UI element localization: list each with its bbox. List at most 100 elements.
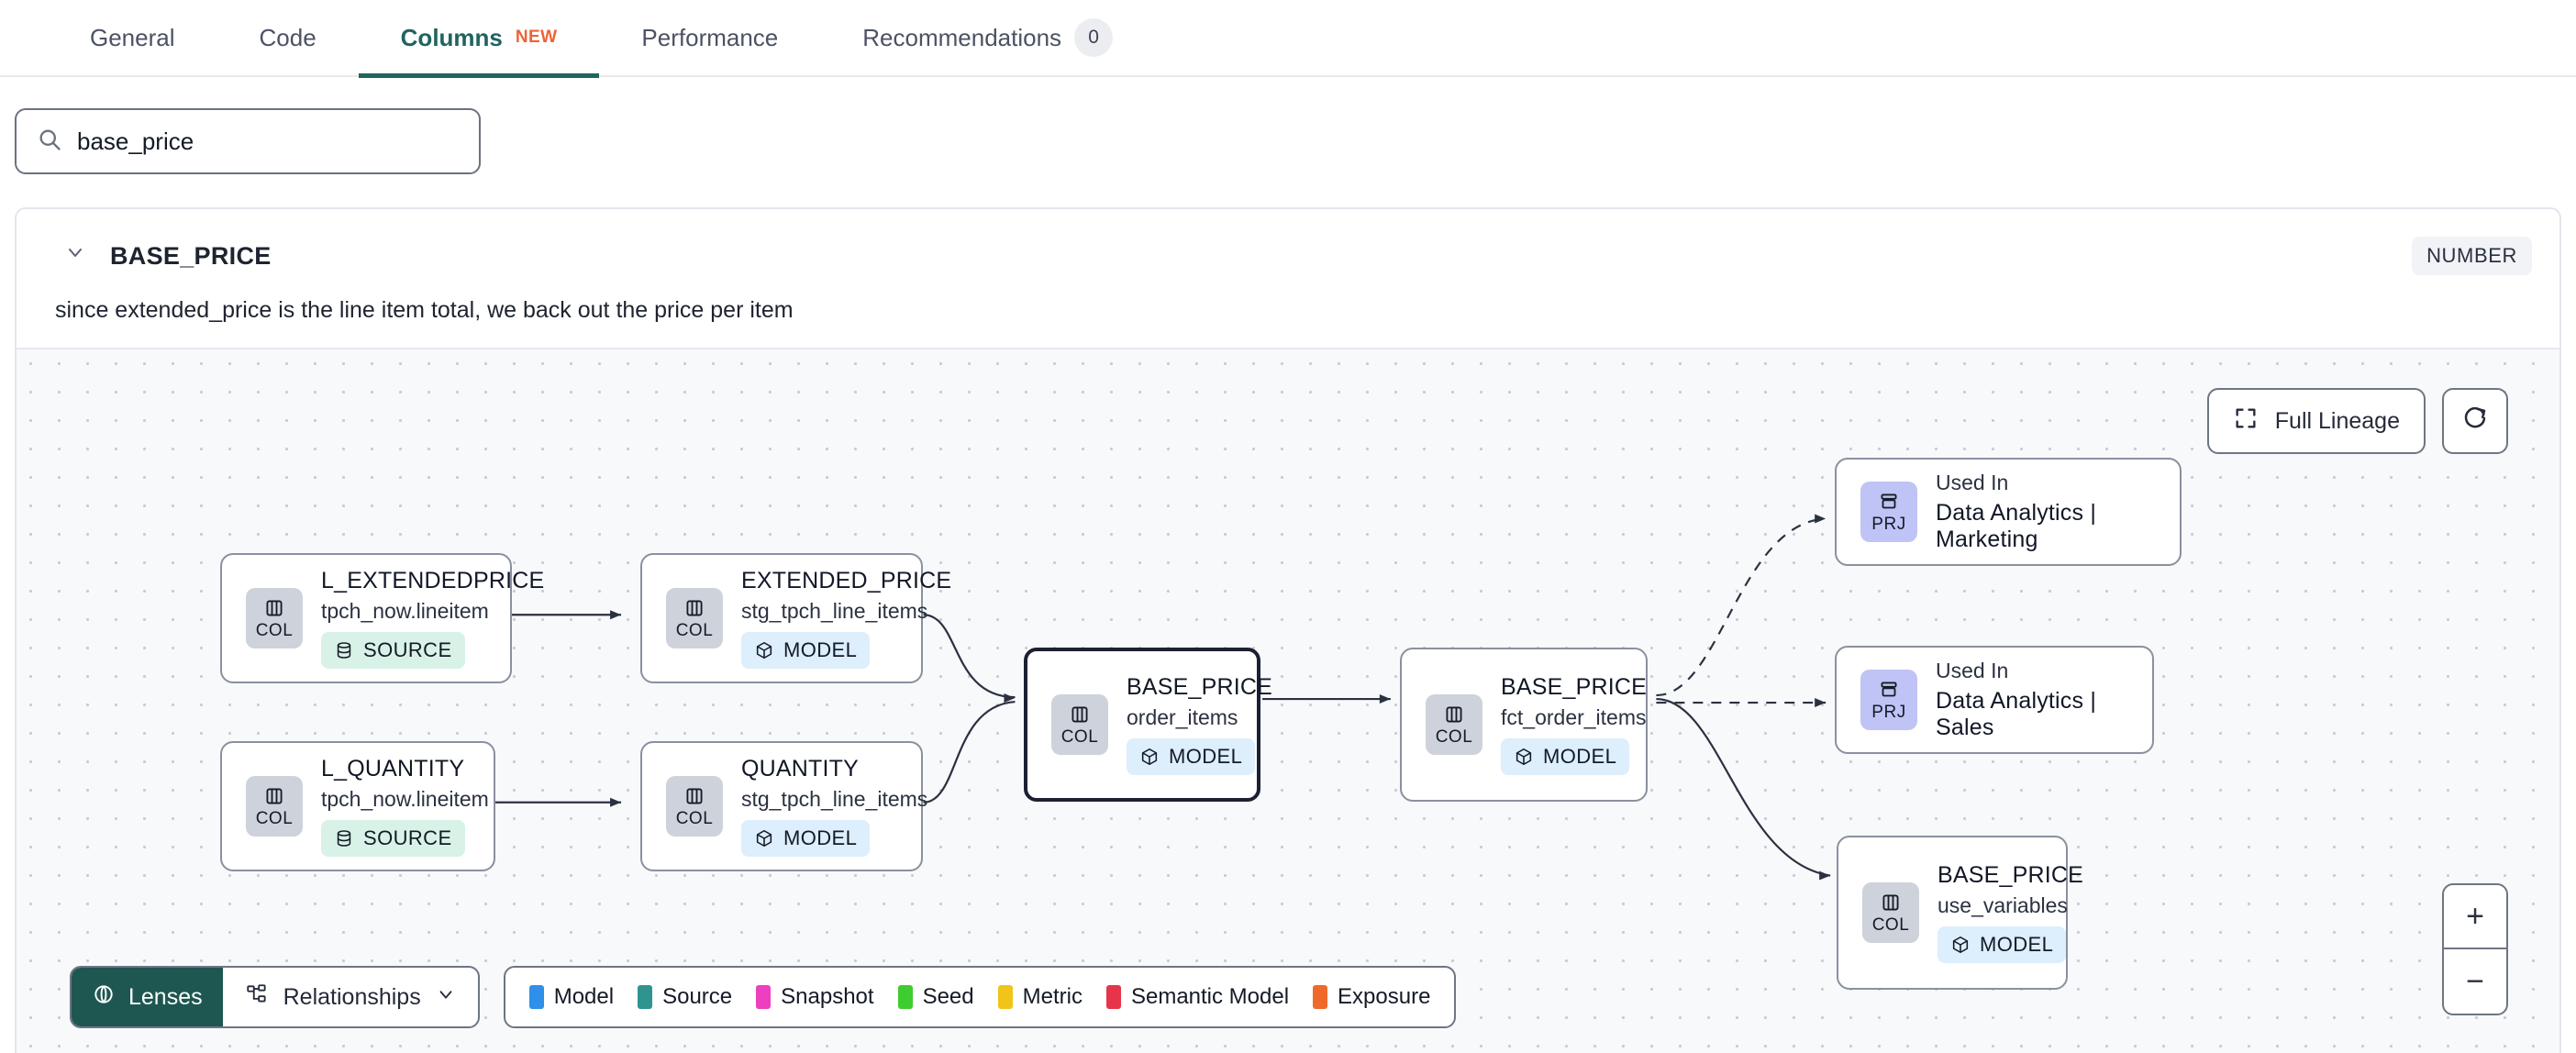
lineage-edges: [479, 514, 1831, 881]
node-title: Used In: [1936, 659, 2009, 682]
canvas-top-controls: Full Lineage: [2206, 388, 2508, 454]
chevron-down-icon: [436, 984, 456, 1011]
search-box[interactable]: [15, 108, 481, 174]
expand-icon: [2233, 405, 2259, 438]
lineage-node-extended-price[interactable]: COL EXTENDED_PRICE stg_tpch_line_items M…: [640, 553, 951, 683]
node-subtitle: stg_tpch_line_items: [741, 787, 928, 811]
search-input[interactable]: [77, 127, 459, 156]
col-icon-label: COL: [675, 620, 714, 640]
col-icon-label: COL: [255, 620, 294, 640]
tab-bar: General Code Columns NEW Performance Rec…: [0, 0, 2576, 78]
legend-swatch: [1313, 985, 1328, 1009]
zoom-out-button[interactable]: −: [2466, 963, 2484, 999]
lineage-node-project-marketing[interactable]: PRJ Used In Data Analytics | Marketing: [1835, 458, 2182, 566]
full-lineage-button[interactable]: Full Lineage: [2206, 388, 2426, 454]
col-icon-label: COL: [1435, 726, 1473, 747]
legend-label: Semantic Model: [1130, 984, 1290, 1009]
relationships-label: Relationships: [283, 983, 421, 1010]
lineage-node-l-extendedprice[interactable]: COL L_EXTENDEDPRICE tpch_now.lineitem SO…: [220, 553, 544, 683]
refresh-button[interactable]: [2442, 388, 2508, 454]
relationships-icon: [245, 982, 269, 1013]
cube-icon: [756, 829, 772, 848]
legend-label: Metric: [1022, 984, 1083, 1009]
database-icon: [337, 642, 351, 659]
tab-label: Performance: [641, 23, 779, 51]
lineage-node-base-price-fct-order-items[interactable]: COL BASE_PRICE fct_order_items MODEL: [1400, 648, 1648, 802]
node-subtitle: order_items: [1127, 705, 1238, 729]
canvas-bottom-bar: Lenses Relationships Model: [70, 966, 1457, 1028]
tab-columns[interactable]: Columns NEW: [358, 0, 600, 78]
pill-label: MODEL: [783, 638, 858, 661]
node-title: QUANTITY: [741, 756, 859, 781]
column-card: BASE_PRICE NUMBER since extended_price i…: [15, 207, 2561, 1053]
legend-item-source: Source: [638, 984, 732, 1010]
lenses-button[interactable]: Lenses: [72, 968, 223, 1026]
legend-item-seed: Seed: [897, 984, 974, 1010]
col-icon: COL: [246, 776, 303, 837]
col-icon-label: COL: [1060, 726, 1099, 747]
legend-item-model: Model: [528, 984, 615, 1010]
pill-label: SOURCE: [363, 638, 452, 661]
column-type-badge: NUMBER: [2412, 237, 2532, 275]
legend-item-metric: Metric: [997, 984, 1083, 1010]
legend-swatch: [997, 985, 1013, 1009]
pill-label: MODEL: [1980, 933, 2054, 956]
tab-label: General: [90, 23, 175, 51]
col-icon-label: COL: [675, 808, 714, 828]
node-subtitle: fct_order_items: [1501, 705, 1647, 729]
tab-recommendations[interactable]: Recommendations 0: [820, 0, 1155, 76]
tab-performance[interactable]: Performance: [599, 0, 820, 76]
legend-label: Snapshot: [781, 984, 874, 1009]
tab-label: Code: [259, 23, 316, 51]
legend-item-exposure: Exposure: [1313, 984, 1430, 1010]
legend-item-semantic-model: Semantic Model: [1105, 984, 1290, 1010]
pill-label: SOURCE: [363, 826, 452, 849]
node-type-pill: MODEL: [1127, 738, 1256, 775]
col-icon: COL: [246, 588, 303, 648]
lenses-group: Lenses Relationships: [70, 966, 480, 1028]
cube-icon: [1516, 748, 1532, 766]
node-title: Used In: [1936, 471, 2009, 494]
zoom-in-button[interactable]: +: [2444, 885, 2506, 949]
prj-icon: PRJ: [1860, 482, 1917, 542]
lineage-canvas[interactable]: COL L_EXTENDEDPRICE tpch_now.lineitem SO…: [17, 348, 2559, 1053]
node-subtitle: Data Analytics | Sales: [1936, 688, 2097, 740]
col-icon: COL: [666, 776, 723, 837]
lineage-node-base-price-use-variables[interactable]: COL BASE_PRICE use_variables MODEL: [1837, 836, 2083, 990]
node-subtitle: use_variables: [1938, 893, 2068, 917]
lineage-node-l-quantity[interactable]: COL L_QUANTITY tpch_now.lineitem SOURCE: [220, 741, 495, 871]
tab-label: Recommendations: [862, 23, 1062, 51]
col-icon-label: COL: [255, 808, 294, 828]
legend-swatch: [756, 985, 772, 1009]
col-icon: COL: [1862, 882, 1919, 943]
node-subtitle: stg_tpch_line_items: [741, 599, 928, 623]
cube-icon: [756, 641, 772, 660]
col-icon: COL: [1426, 694, 1482, 755]
node-title: EXTENDED_PRICE: [741, 568, 952, 593]
prj-icon-label: PRJ: [1871, 702, 1906, 722]
lineage-node-project-sales[interactable]: PRJ Used In Data Analytics | Sales: [1835, 646, 2154, 754]
prj-icon-label: PRJ: [1871, 514, 1906, 534]
lineage-node-quantity[interactable]: COL QUANTITY stg_tpch_line_items MODEL: [640, 741, 927, 871]
node-type-pill: MODEL: [741, 632, 871, 669]
col-icon-label: COL: [1871, 914, 1910, 935]
tab-general[interactable]: General: [48, 0, 217, 76]
legend-label: Seed: [922, 984, 974, 1009]
legend-swatch: [897, 985, 913, 1009]
legend-label: Model: [553, 984, 615, 1009]
relationships-dropdown[interactable]: Relationships: [223, 968, 478, 1026]
database-icon: [337, 830, 351, 847]
node-type-pill: SOURCE: [321, 820, 465, 857]
tab-code[interactable]: Code: [217, 0, 359, 76]
legend-label: Exposure: [1338, 984, 1431, 1009]
refresh-icon: [2461, 405, 2489, 438]
cube-icon: [1141, 748, 1158, 766]
chevron-down-icon[interactable]: [64, 241, 86, 267]
pill-label: MODEL: [1169, 745, 1243, 768]
col-icon: COL: [666, 588, 723, 648]
node-title: BASE_PRICE: [1938, 862, 2084, 888]
lineage-node-base-price-order-items[interactable]: COL BASE_PRICE order_items MODEL: [1024, 648, 1272, 802]
prj-icon: PRJ: [1860, 670, 1917, 730]
lens-icon: [92, 982, 116, 1013]
column-description: since extended_price is the line item to…: [55, 297, 794, 323]
